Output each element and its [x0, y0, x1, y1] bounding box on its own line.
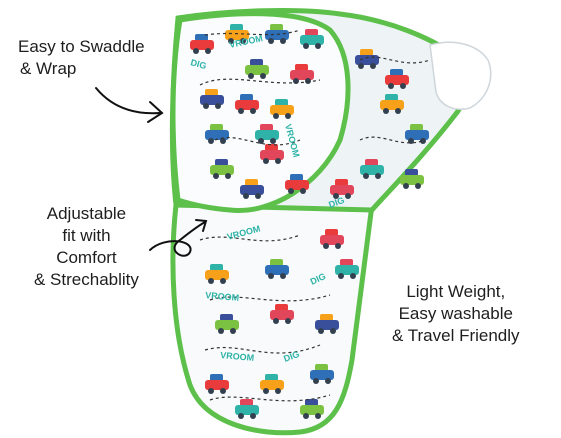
car-print — [355, 49, 379, 69]
arrow-adjust — [149, 221, 206, 257]
car-print — [300, 399, 324, 419]
print-word: VROOM — [220, 350, 255, 363]
car-print — [300, 29, 324, 49]
car-print — [385, 69, 409, 89]
print-word: DIG — [189, 57, 207, 71]
car-print — [210, 159, 234, 179]
car-print — [265, 259, 289, 279]
callout-adjustable-fit: Adjustable fit with Comfort & Strechabli… — [34, 203, 139, 291]
callout-line: Adjustable — [46, 204, 127, 223]
car-print — [330, 179, 354, 199]
callout-line: & Strechablity — [34, 270, 139, 289]
car-print — [190, 34, 214, 54]
car-print — [235, 94, 259, 114]
car-print — [335, 259, 359, 279]
callout-line: Light Weight, — [406, 282, 506, 301]
print-word: VROOM — [205, 290, 240, 303]
callout-line: Easy to Swaddle — [18, 37, 145, 56]
callout-line: Easy washable — [398, 304, 513, 323]
car-print — [200, 89, 224, 109]
car-print — [285, 174, 309, 194]
callout-light-weight: Light Weight, Easy washable & Travel Fri… — [392, 281, 520, 347]
car-print — [405, 124, 429, 144]
car-print — [310, 364, 334, 384]
callout-easy-to-swaddle: Easy to Swaddle & Wrap — [18, 36, 145, 80]
car-print — [215, 314, 239, 334]
car-print — [245, 59, 269, 79]
car-print — [205, 264, 229, 284]
car-print — [315, 314, 339, 334]
car-print — [290, 64, 314, 84]
car-print — [260, 374, 284, 394]
swaddle-tab — [429, 41, 492, 110]
callout-line: Comfort — [56, 248, 117, 267]
car-print — [240, 179, 264, 199]
car-print — [400, 169, 424, 189]
car-print — [380, 94, 404, 114]
callout-line: fit with — [62, 226, 111, 245]
arrow-swaddle — [95, 87, 161, 115]
arrows — [95, 87, 208, 257]
car-print-pattern — [190, 24, 429, 419]
car-print — [205, 374, 229, 394]
car-print — [270, 304, 294, 324]
car-print — [360, 159, 384, 179]
car-print — [320, 229, 344, 249]
callout-line: & Wrap — [20, 59, 77, 78]
car-print — [260, 144, 284, 164]
car-print — [265, 24, 289, 44]
car-print — [270, 99, 294, 119]
car-print — [235, 399, 259, 419]
dashed-roads — [199, 29, 431, 402]
car-print — [225, 24, 249, 44]
callout-line: & Travel Friendly — [392, 326, 520, 345]
car-print — [255, 124, 279, 144]
